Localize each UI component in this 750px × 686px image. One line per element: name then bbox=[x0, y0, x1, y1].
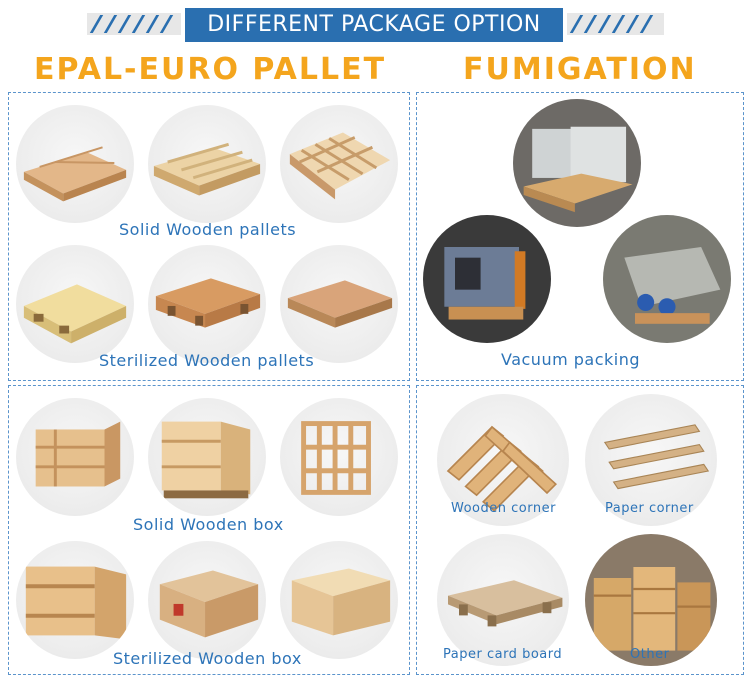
solid-box-image-3 bbox=[280, 398, 398, 516]
vacuum-image-1 bbox=[513, 99, 641, 227]
sterilized-pallet-image-2 bbox=[148, 245, 266, 363]
solid-pallet-image-3 bbox=[280, 105, 398, 223]
solid-box-image-1 bbox=[16, 398, 134, 516]
sterilized-box-image-1 bbox=[16, 541, 134, 659]
vacuum-image-2 bbox=[423, 215, 551, 343]
sterilized-pallets-caption: Sterilized Wooden pallets bbox=[99, 351, 315, 370]
wooden-corner-caption: Wooden corner bbox=[451, 501, 556, 516]
pallets-panel: Solid Wooden pallets Sterilized Wooden p… bbox=[8, 92, 410, 381]
vacuum-panel: Vacuum packing bbox=[416, 92, 744, 381]
paper-corner-caption: Paper corner bbox=[605, 501, 694, 516]
solid-box-image-2 bbox=[148, 398, 266, 516]
boxes-panel: Solid Wooden box Sterilized Wooden box bbox=[8, 385, 410, 675]
paper-card-board-image bbox=[437, 534, 569, 666]
accessories-panel: Wooden corner Paper corner Paper card bo… bbox=[416, 385, 744, 675]
solid-pallets-caption: Solid Wooden pallets bbox=[119, 220, 297, 239]
paper-corner-image bbox=[585, 394, 717, 526]
sterilized-box-image-3 bbox=[280, 541, 398, 659]
vacuum-caption: Vacuum packing bbox=[501, 350, 641, 369]
wooden-corner-image bbox=[437, 394, 569, 526]
header-stripes-right bbox=[567, 13, 664, 35]
solid-pallet-image-2 bbox=[148, 105, 266, 223]
other-caption: Other bbox=[630, 647, 670, 662]
header-stripes-left bbox=[87, 13, 181, 35]
other-image bbox=[585, 534, 717, 666]
vacuum-image-3 bbox=[603, 215, 731, 343]
page-title: DIFFERENT PACKAGE OPTION bbox=[185, 8, 563, 42]
sterilized-pallet-image-1 bbox=[16, 245, 134, 363]
sterilized-box-image-2 bbox=[148, 541, 266, 659]
paper-card-board-caption: Paper card board bbox=[443, 647, 563, 662]
fumigation-section-title: FUMIGATION bbox=[463, 52, 697, 87]
sterilized-box-caption: Sterilized Wooden box bbox=[113, 649, 302, 668]
epal-section-title: EPAL-EURO PALLET bbox=[34, 52, 387, 87]
solid-pallet-image-1 bbox=[16, 105, 134, 223]
solid-box-caption: Solid Wooden box bbox=[133, 515, 284, 534]
sterilized-pallet-image-3 bbox=[280, 245, 398, 363]
